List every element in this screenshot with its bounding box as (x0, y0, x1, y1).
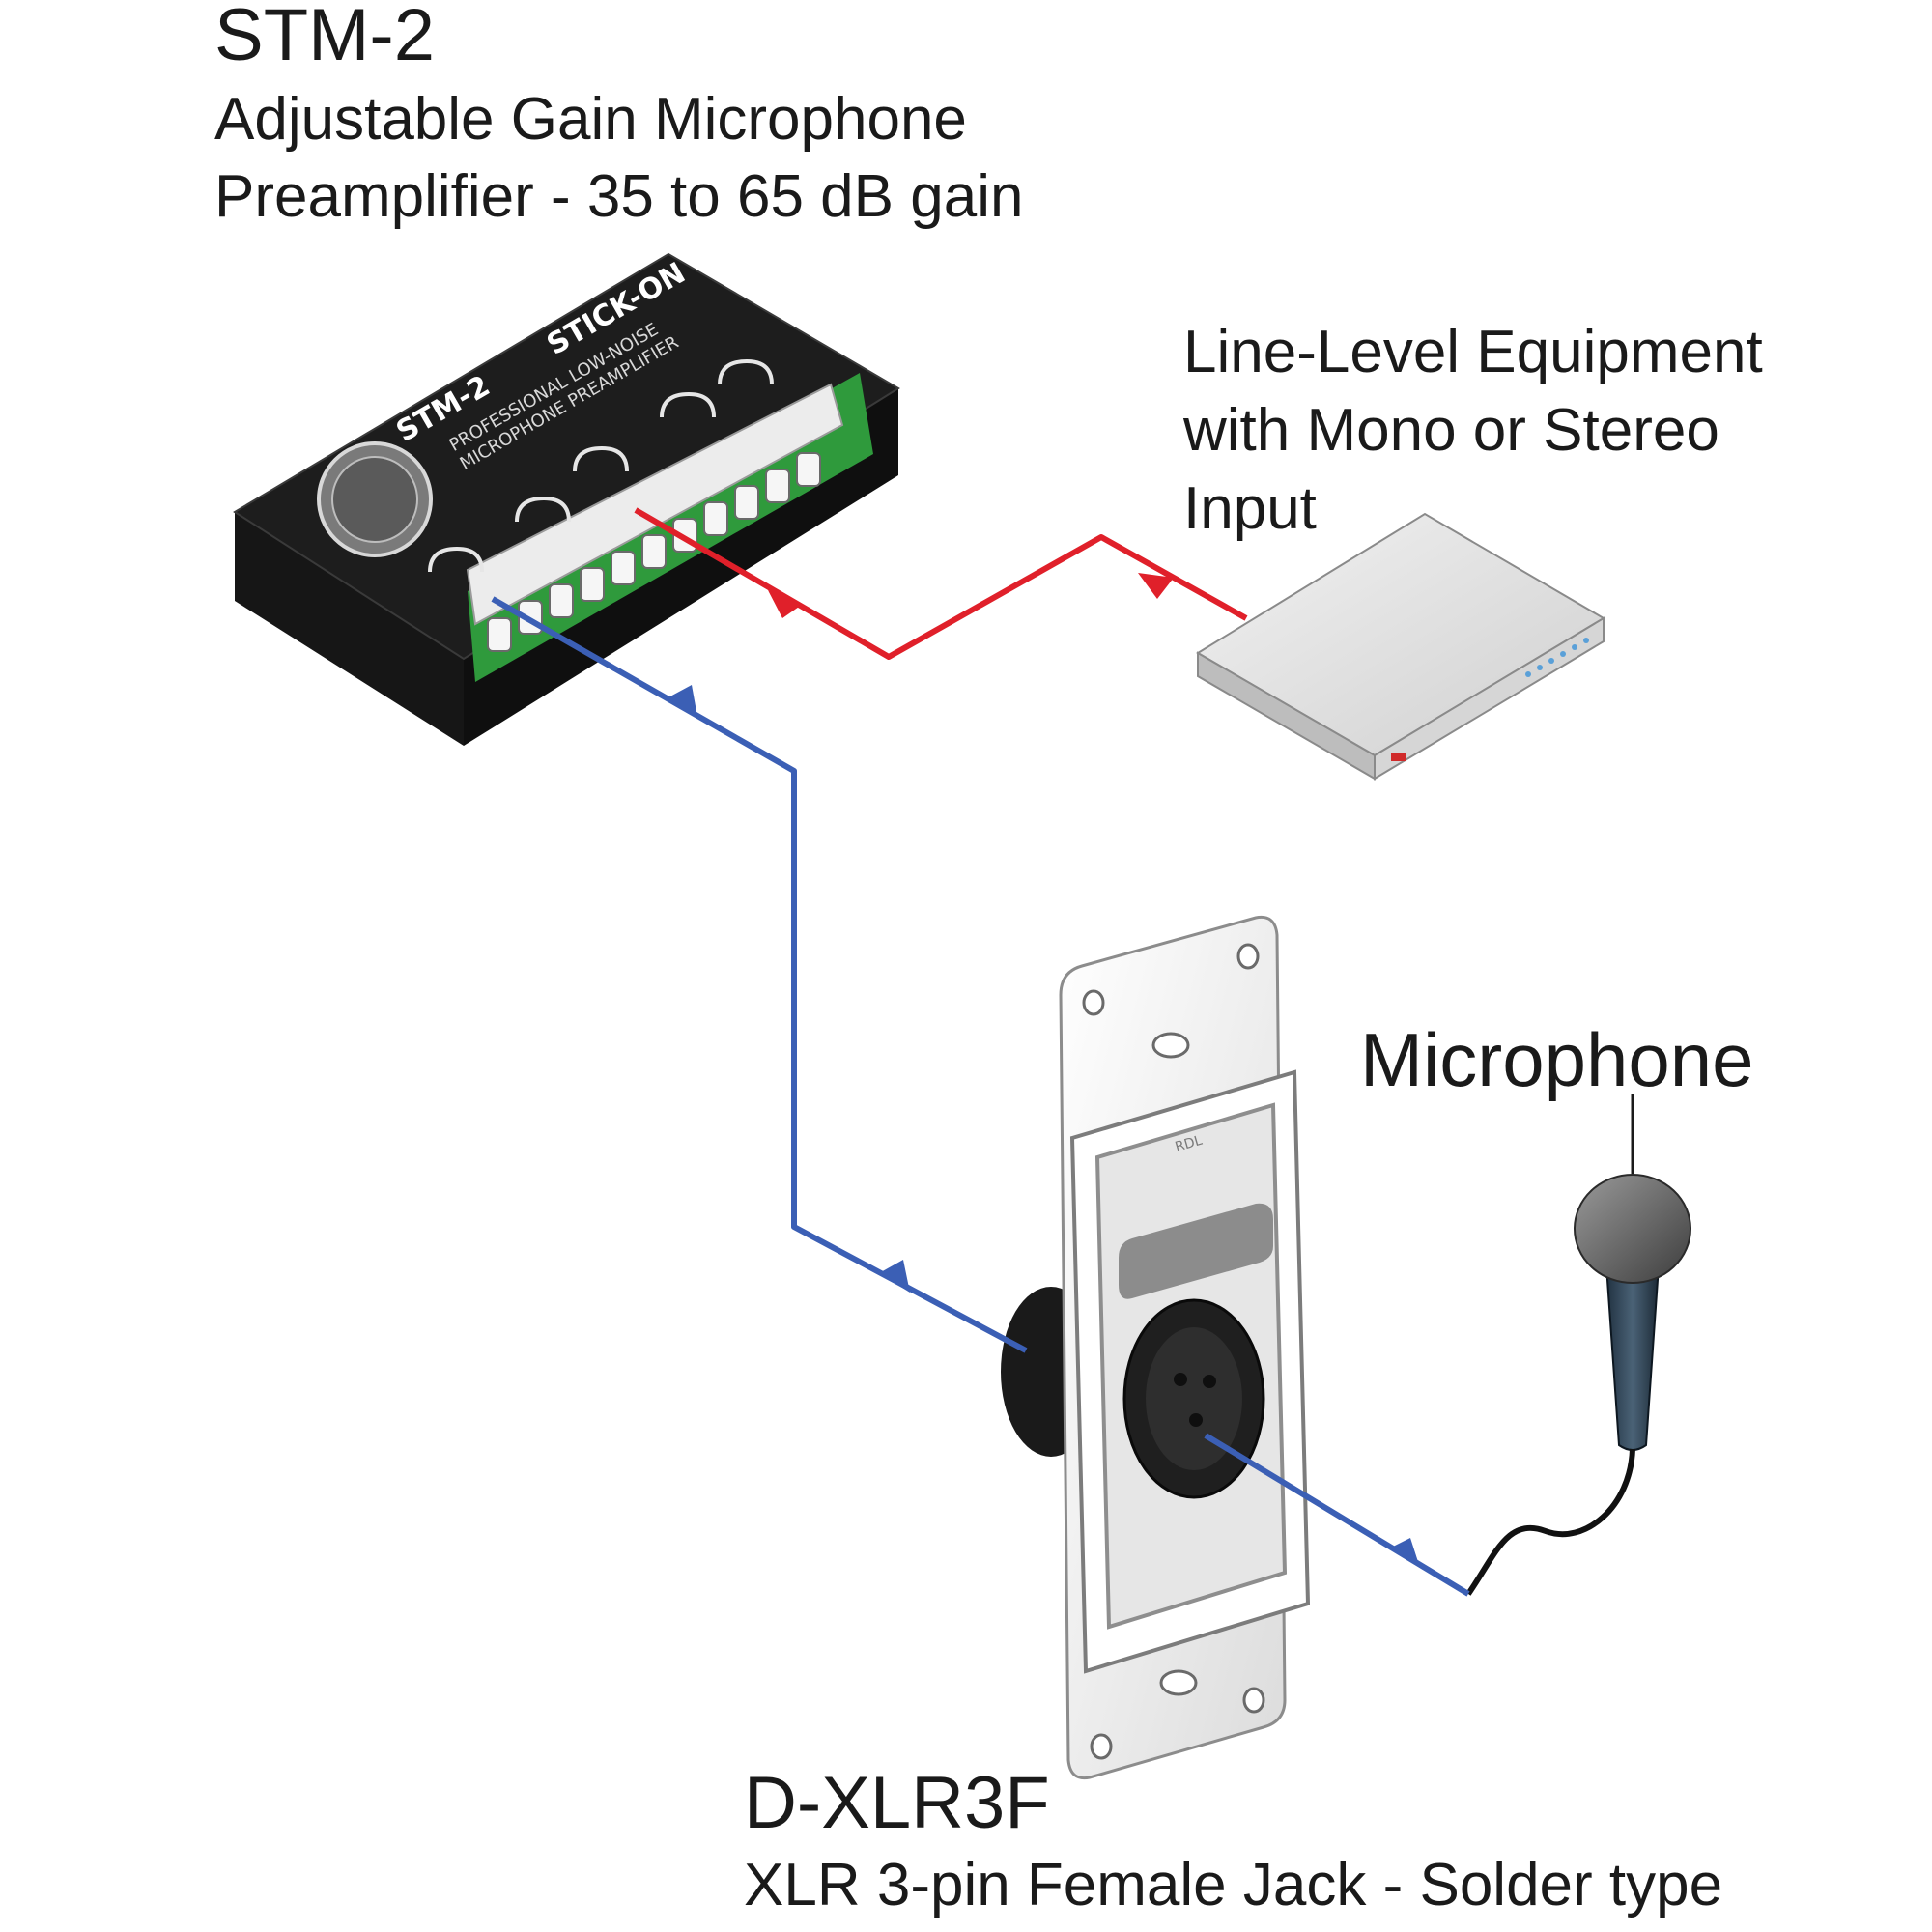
line-level-equipment-box (1196, 512, 1605, 781)
microphone-label: Microphone (1360, 1017, 1754, 1102)
line-level-label-group: Line-Level Equipment with Mono or Stereo… (1182, 319, 1763, 542)
dxlr3f-description: XLR 3-pin Female Jack - Solder type (744, 1852, 1722, 1918)
line-level-label-line2: with Mono or Stereo (1182, 397, 1719, 464)
terminal-block (466, 383, 844, 626)
dxlr3f-wall-plate: RDL (1001, 915, 1311, 1780)
stm2-title: STM-2 (214, 0, 435, 76)
input-arrow-mic (1391, 1538, 1420, 1568)
output-signal-wire (634, 507, 1248, 660)
label-window (1119, 1203, 1273, 1299)
rdl-seal-logo (317, 441, 433, 557)
output-arrow-2 (1138, 573, 1174, 599)
brand-badge (1391, 753, 1406, 761)
microphone-illustration (1465, 1094, 1691, 1596)
plate-brand-print: RDL (1174, 1133, 1205, 1155)
line-level-label-line1: Line-Level Equipment (1183, 319, 1763, 385)
input-arrow-2 (879, 1260, 910, 1293)
microphone-cable (1465, 1448, 1635, 1596)
mounting-holes (1082, 943, 1265, 1760)
dxlr3f-label-group: D-XLR3F XLR 3-pin Female Jack - Solder t… (744, 1762, 1722, 1918)
stm2-label-group: STM-2 Adjustable Gain Microphone Preampl… (214, 0, 1023, 230)
gain-trim-symbols (428, 358, 774, 573)
input-signal-wire (491, 596, 1470, 1597)
stm2-description-line1: Adjustable Gain Microphone (214, 86, 967, 153)
microphone-grille (1574, 1174, 1691, 1284)
line-level-label-line3: Input (1183, 475, 1317, 542)
stm2-description-line2: Preamplifier - 35 to 65 dB gain (214, 163, 1023, 230)
stm2-preamp-device: STM-2 STICK-ON PROFESSIONAL LOW-NOISE MI… (233, 252, 900, 746)
output-arrow-1 (768, 590, 802, 618)
screw-terminals (487, 452, 821, 652)
input-arrow-1 (667, 685, 697, 717)
xlr-female-jack (1122, 1298, 1265, 1499)
dxlr3f-title: D-XLR3F (744, 1762, 1050, 1844)
front-panel-leds (1525, 638, 1589, 677)
